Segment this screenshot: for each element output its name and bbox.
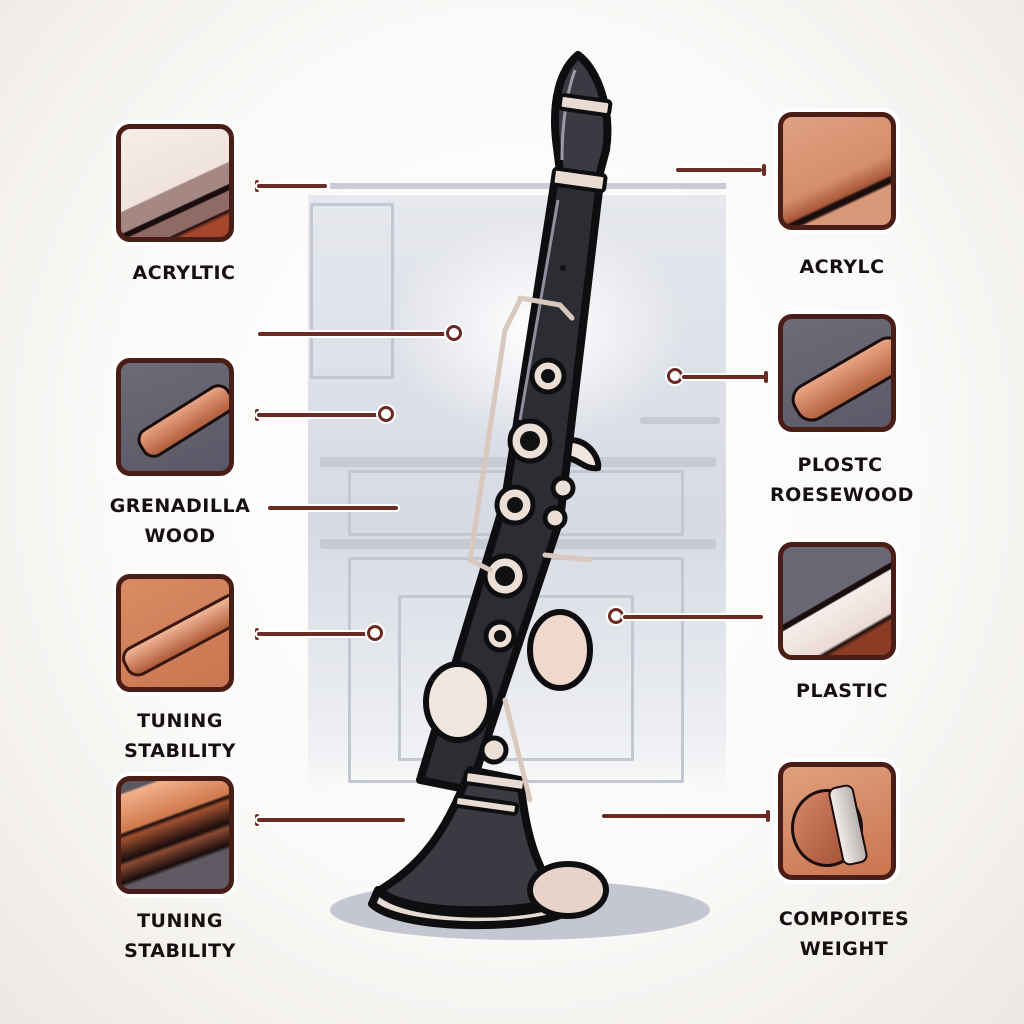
leader-line: [676, 168, 762, 172]
wood-rod-swatch-icon: [116, 574, 234, 692]
leader-dot: [667, 368, 683, 384]
callout-label: PLASTIC: [796, 680, 888, 702]
leader-line: [257, 818, 405, 822]
leader-line: [257, 184, 327, 188]
white-acrylic-material-swatch-icon: [116, 124, 234, 242]
composite-barrel-swatch-icon: [778, 762, 896, 880]
leader-dot: [446, 325, 462, 341]
wall-ledge: [640, 417, 720, 424]
leader-cap: [762, 164, 766, 176]
callout-label: GRENADILLA WOOD: [80, 491, 280, 551]
leader-cap: [764, 371, 768, 383]
leader-cap: [766, 810, 770, 822]
callout-label-text: PLOSTC ROESEWOOD: [770, 454, 914, 506]
callout-label: TUNING STABILITY: [80, 706, 280, 766]
leader-line: [682, 375, 766, 379]
leader-dot: [367, 625, 383, 641]
wall-panel: [310, 203, 394, 379]
callout-label: COMPOITES WEIGHT: [744, 904, 944, 964]
callout-label-text: TUNING STABILITY: [124, 710, 236, 762]
copper-tube-shape: [132, 379, 229, 463]
leader-line: [257, 413, 379, 417]
copper-tube-swatch-icon: [116, 358, 234, 476]
rosewood-grain-swatch-icon: [778, 112, 896, 230]
callout-label: PLOSTC ROESEWOOD: [740, 450, 940, 510]
backdrop-top-rail: [330, 183, 726, 189]
callout-label: ACRYLTIC: [132, 262, 236, 284]
callout-label: ACRYLC: [799, 256, 885, 278]
callout-label-text: GRENADILLA WOOD: [109, 495, 251, 547]
rosewood-rod-swatch-icon: [778, 314, 896, 432]
polished-wood-swatch-icon: [116, 776, 234, 894]
callout-label-text: TUNING STABILITY: [124, 910, 236, 962]
leader-line: [258, 332, 448, 336]
rosewood-rod-shape: [785, 330, 891, 427]
leader-line: [257, 632, 367, 636]
leader-dot: [378, 406, 394, 422]
leader-dot: [608, 608, 624, 624]
callout-label: TUNING STABILITY: [80, 906, 280, 966]
white-plastic-swatch-icon: [778, 542, 896, 660]
leader-line: [623, 615, 763, 619]
callout-label-text: COMPOITES WEIGHT: [778, 908, 910, 960]
leader-line: [268, 506, 398, 510]
wood-rod-shape: [121, 588, 229, 682]
leader-line: [602, 814, 768, 818]
